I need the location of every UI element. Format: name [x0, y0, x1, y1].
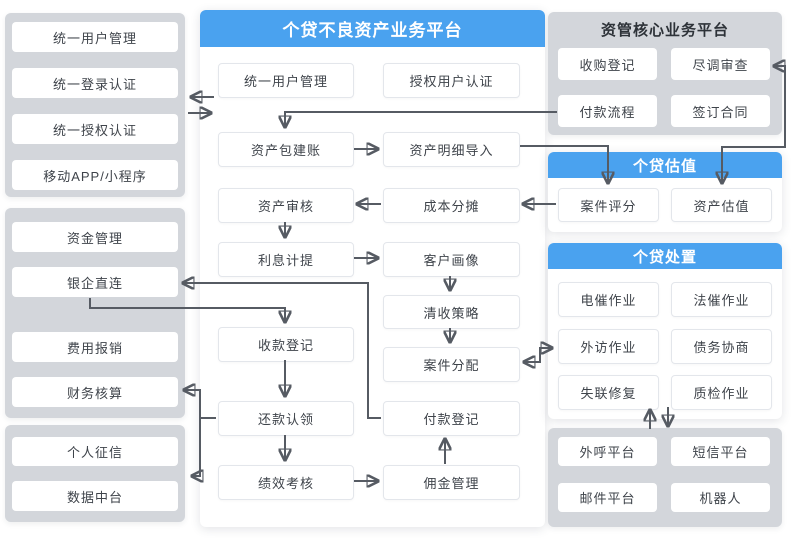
node-email-platform: 邮件平台 — [558, 483, 657, 512]
node-payment-process: 付款流程 — [558, 95, 657, 127]
node-legal-collection: 法催作业 — [671, 282, 772, 317]
node-lost-contact-repair: 失联修复 — [558, 375, 659, 410]
node-customer-profile: 客户画像 — [383, 242, 520, 277]
node-repayment-claim: 还款认领 — [218, 401, 354, 436]
node-cost-allocation: 成本分摊 — [383, 188, 520, 223]
node-receipt-register: 收款登记 — [218, 327, 354, 362]
node-contract-signing: 签订合同 — [671, 95, 770, 127]
node-financial-accounting: 财务核算 — [12, 377, 178, 407]
node-unified-login-auth: 统一登录认证 — [12, 68, 178, 98]
node-data-middle-platform: 数据中台 — [12, 481, 178, 511]
node-case-scoring: 案件评分 — [558, 188, 659, 222]
node-user-management: 统一用户管理 — [218, 63, 354, 98]
node-case-assignment: 案件分配 — [383, 347, 520, 382]
connector-claim-to-data-panel — [192, 418, 200, 476]
node-asset-valuation: 资产估值 — [671, 188, 772, 222]
disposal-panel-title: 个贷处置 — [548, 243, 782, 269]
node-interest-accrual: 利息计提 — [218, 242, 354, 277]
node-asset-review: 资产审核 — [218, 188, 354, 223]
node-purchase-register: 收购登记 — [558, 48, 657, 80]
node-robot: 机器人 — [671, 483, 770, 512]
node-commission-management: 佣金管理 — [383, 465, 520, 500]
node-unified-user-management: 统一用户管理 — [12, 22, 178, 52]
node-collection-strategy: 清收策略 — [383, 295, 520, 329]
main-panel-title: 个贷不良资产业务平台 — [200, 10, 545, 47]
node-debt-negotiation: 债务协商 — [671, 329, 772, 364]
node-field-visit: 外访作业 — [558, 329, 659, 364]
node-funds-management: 资金管理 — [12, 222, 178, 252]
node-quality-inspection: 质检作业 — [671, 375, 772, 410]
node-asset-package-setup: 资产包建账 — [218, 132, 354, 167]
node-personal-credit: 个人征信 — [12, 437, 178, 466]
node-expense-reimbursement: 费用报销 — [12, 332, 178, 362]
node-performance-appraisal: 绩效考核 — [218, 465, 354, 500]
node-bank-enterprise-direct: 银企直连 — [12, 267, 178, 297]
node-payment-register: 付款登记 — [383, 401, 520, 436]
node-due-diligence-review: 尽调审查 — [671, 48, 770, 80]
node-authorized-user-auth: 授权用户认证 — [383, 63, 520, 98]
node-outbound-call-platform: 外呼平台 — [558, 437, 657, 466]
node-tele-collection: 电催作业 — [558, 282, 659, 317]
node-unified-authz-auth: 统一授权认证 — [12, 114, 178, 144]
node-asset-detail-import: 资产明细导入 — [383, 132, 520, 167]
core-panel-title: 资管核心业务平台 — [600, 21, 729, 39]
node-sms-platform: 短信平台 — [671, 437, 770, 466]
node-mobile-app-miniprogram: 移动APP/小程序 — [12, 160, 178, 190]
valuation-panel-title: 个贷估值 — [548, 152, 782, 178]
